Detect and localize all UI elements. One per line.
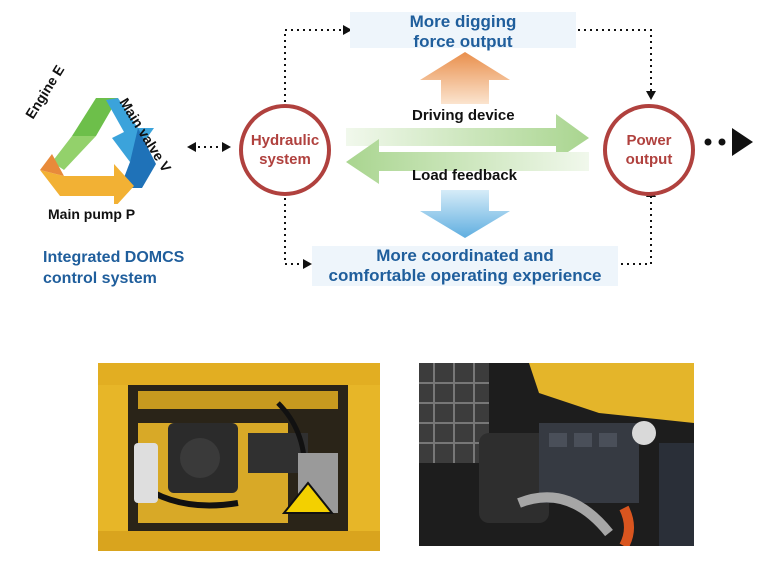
arrowhead [222, 142, 231, 152]
dot [704, 138, 712, 146]
digging-force-box: More digging force output [350, 12, 576, 51]
hydraulic-line-1: Hydraulic [250, 132, 320, 149]
power-line-2: output [625, 151, 673, 168]
digging-force-line-2: force output [413, 32, 513, 51]
arrowhead [343, 25, 352, 35]
digging-force-line-1: More digging [409, 12, 517, 31]
engine-compartment-illustration [419, 363, 694, 546]
domcs-line-2: control system [43, 270, 157, 287]
output-arrowhead [732, 128, 753, 156]
hydraulic-system-node: Hydraulic system [239, 104, 331, 196]
operating-experience-box: More coordinated and comfortable operati… [312, 246, 618, 286]
hydraulic-line-2: system [259, 151, 311, 168]
load-feedback-arrow [346, 139, 589, 184]
coordination-arrow [420, 190, 510, 238]
arrowhead [646, 91, 656, 100]
recycle-triangle-icon [40, 98, 156, 204]
arrowhead [187, 142, 196, 152]
dot [718, 138, 726, 146]
domcs-caption: Integrated DOMCS control system [43, 247, 184, 289]
load-feedback-label: Load feedback [412, 167, 518, 184]
main-pump-label: Main pump P [48, 206, 136, 222]
arrowhead [303, 259, 312, 269]
driving-device-label: Driving device [412, 107, 515, 124]
hydraulic-compartment-illustration [98, 363, 380, 551]
operating-experience-line-1: More coordinated and [376, 246, 554, 265]
dotted-route [192, 29, 652, 265]
hydraulic-compartment-photo [98, 363, 380, 551]
power-output-node: Power output [603, 104, 695, 196]
operating-experience-line-2: comfortable operating experience [328, 266, 602, 285]
digging-force-arrow [420, 52, 510, 104]
domcs-line-1: Integrated DOMCS [43, 249, 185, 266]
driving-device-arrow [346, 114, 589, 160]
power-line-1: Power [626, 132, 672, 149]
engine-compartment-photo [419, 363, 694, 546]
